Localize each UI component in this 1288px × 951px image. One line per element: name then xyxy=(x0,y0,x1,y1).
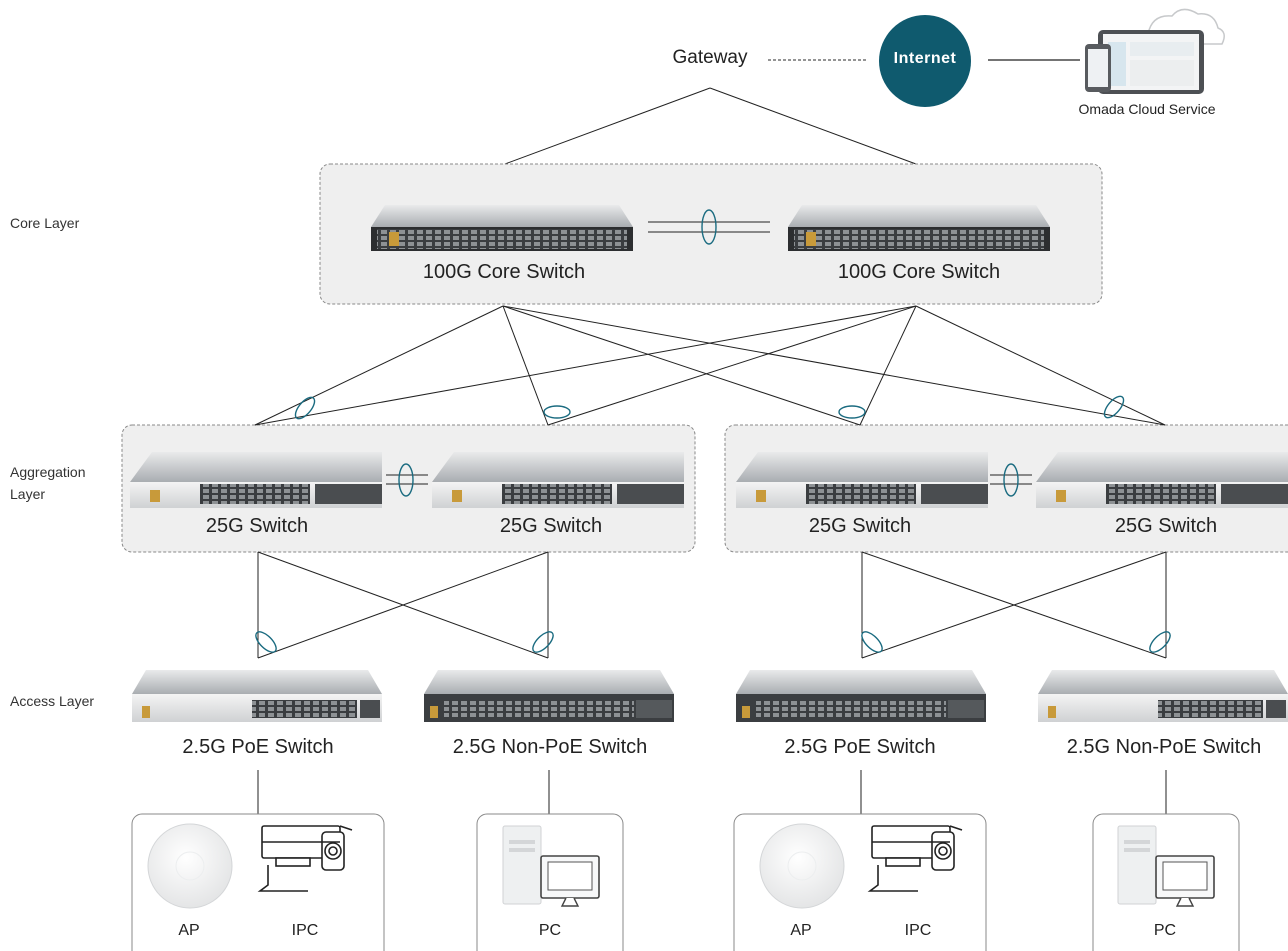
lag-oval xyxy=(528,627,558,657)
access-switch-1 xyxy=(132,670,382,722)
lag-oval xyxy=(857,627,887,657)
core-switch-2 xyxy=(788,205,1050,251)
lag-oval xyxy=(291,393,319,423)
aggregation-lag-oval xyxy=(398,463,414,497)
gateway-label: Gateway xyxy=(672,47,748,68)
access-switch-label: 2.5G PoE Switch xyxy=(182,736,334,758)
pc-label: PC xyxy=(1153,922,1177,939)
ipc-label: IPC xyxy=(291,922,319,939)
core-switch-1 xyxy=(371,205,633,251)
pc-icon xyxy=(1117,825,1215,907)
aggregation-switch-label: 25G Switch xyxy=(499,515,603,537)
access-switch-3 xyxy=(736,670,986,722)
omada-cloud-icon xyxy=(1085,8,1225,94)
access-layer-label: Access Layer xyxy=(10,693,95,709)
lag-oval xyxy=(1145,627,1175,657)
access-switch-label: 2.5G Non-PoE Switch xyxy=(1066,736,1262,758)
access-switch-2 xyxy=(424,670,674,722)
lag-oval xyxy=(1100,392,1128,422)
aggregation-stack-links xyxy=(386,474,1032,485)
core-switch-label: 100G Core Switch xyxy=(837,261,1001,283)
cloud-service-label: Omada Cloud Service xyxy=(1078,101,1216,117)
ipc-camera-icon xyxy=(257,825,353,892)
internet-circle xyxy=(879,15,971,107)
gateway-to-core-link xyxy=(504,87,711,165)
access-switch-label: 2.5G PoE Switch xyxy=(784,736,936,758)
aggregation-switch-label: 25G Switch xyxy=(808,515,912,537)
pc-label: PC xyxy=(538,922,562,939)
aggregation-layer-label: Aggregation Layer xyxy=(10,464,86,502)
internet-label: Internet xyxy=(893,50,957,67)
access-device-links xyxy=(257,770,1167,814)
core-layer-label: Core Layer xyxy=(10,215,80,231)
aggregation-switch-3 xyxy=(736,452,988,508)
aggregation-access-links xyxy=(257,551,1167,659)
gateway-to-core-link xyxy=(709,87,917,165)
core-switch-label: 100G Core Switch xyxy=(422,261,586,283)
ipc-camera-icon xyxy=(867,825,963,892)
access-switch-4 xyxy=(1038,670,1288,722)
lag-oval xyxy=(543,405,571,419)
core-aggregation-links xyxy=(254,305,1166,426)
aggregation-switch-label: 25G Switch xyxy=(205,515,309,537)
ap-label: AP xyxy=(178,922,200,939)
lag-oval xyxy=(251,627,281,657)
ap-icon xyxy=(759,823,845,909)
ap-label: AP xyxy=(790,922,812,939)
aggregation-switch-2 xyxy=(432,452,684,508)
aggregation-switch-4 xyxy=(1036,452,1288,508)
core-layer-group xyxy=(319,163,1103,305)
pc-icon xyxy=(502,825,600,907)
ap-icon xyxy=(147,823,233,909)
access-switch-label: 2.5G Non-PoE Switch xyxy=(452,736,648,758)
aggregation-lag-oval xyxy=(1003,463,1019,497)
ipc-label: IPC xyxy=(904,922,932,939)
lag-oval xyxy=(838,405,866,419)
aggregation-switch-label: 25G Switch xyxy=(1114,515,1218,537)
core-lag-oval xyxy=(701,209,717,245)
aggregation-switch-1 xyxy=(130,452,382,508)
